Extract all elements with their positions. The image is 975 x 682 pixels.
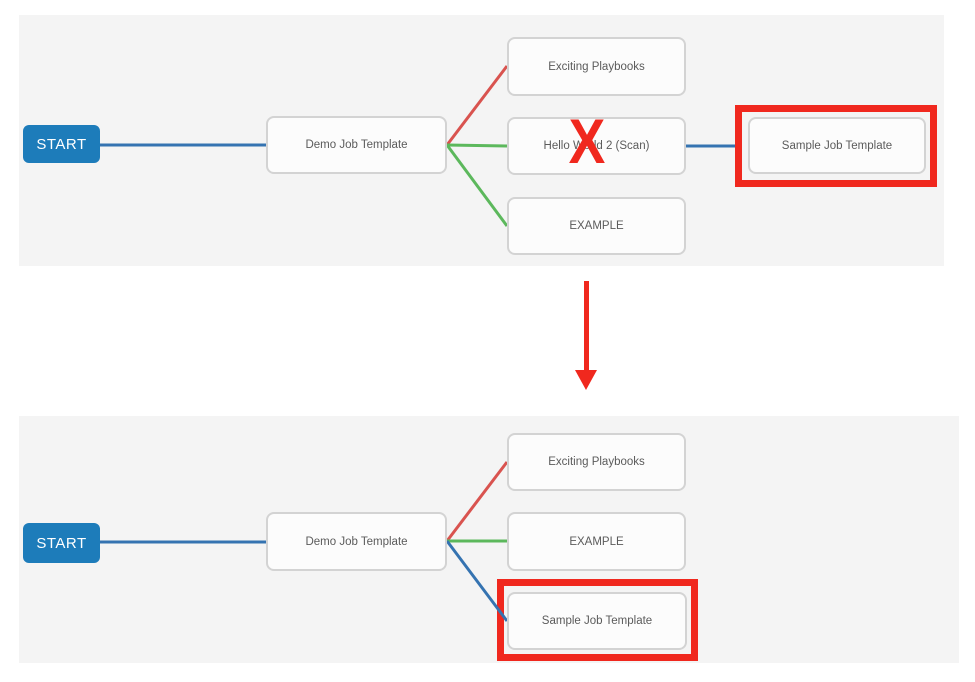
link-root-to-child-middle (446, 143, 508, 148)
highlight-rect-annotation (497, 579, 698, 661)
start-node[interactable]: START (23, 125, 100, 163)
workflow-visualizer-after-panel: START Demo Job Template Exciting Playboo… (19, 416, 959, 663)
node-sample-job-template[interactable]: Sample Job Template (748, 117, 926, 174)
workflow-links-canvas (100, 461, 509, 622)
node-hello-world-2-scan[interactable]: Hello World 2 (Scan) (507, 117, 686, 175)
link-root-to-child-bottom (445, 540, 509, 622)
delete-x-annotation: X (568, 105, 606, 177)
highlight-rect-annotation (735, 105, 937, 187)
node-exciting-playbooks[interactable]: Exciting Playbooks (507, 37, 686, 96)
node-exciting-playbooks[interactable]: Exciting Playbooks (507, 433, 686, 491)
link-root-to-child-top (445, 461, 509, 542)
node-example[interactable]: EXAMPLE (507, 197, 686, 255)
node-demo-job-template[interactable]: Demo Job Template (266, 512, 447, 571)
workflow-links-canvas (100, 65, 735, 227)
arrow-head-icon (575, 370, 597, 390)
node-demo-job-template[interactable]: Demo Job Template (266, 116, 447, 174)
node-sample-job-template[interactable]: Sample Job Template (507, 592, 687, 650)
workflow-visualizer-before-panel: START Demo Job Template Exciting Playboo… (19, 15, 944, 266)
link-root-to-child-bottom (445, 144, 509, 227)
link-root-to-child-top (445, 65, 509, 146)
node-example[interactable]: EXAMPLE (507, 512, 686, 571)
start-node[interactable]: START (23, 523, 100, 563)
arrow-shaft (584, 281, 589, 371)
